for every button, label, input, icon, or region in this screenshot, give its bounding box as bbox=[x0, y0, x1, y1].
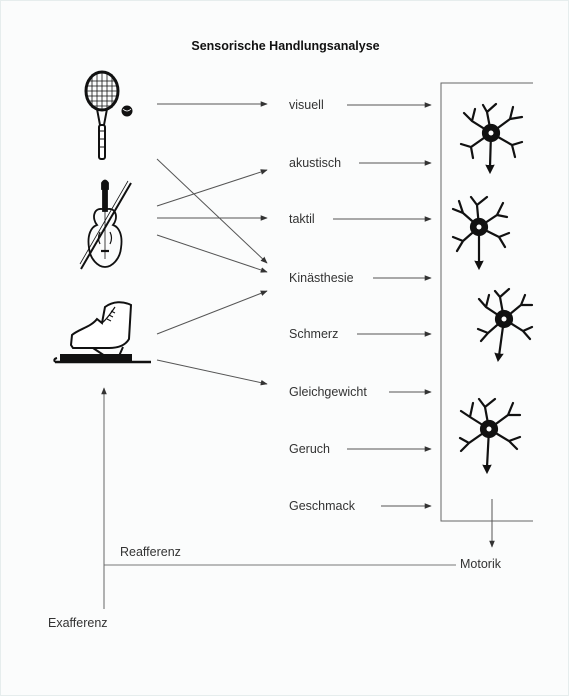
sense-label-geschmack: Geschmack bbox=[289, 499, 355, 513]
neuron-icon bbox=[478, 289, 532, 361]
sense-label-taktil: taktil bbox=[289, 212, 315, 226]
sense-label-kinaesthesie: Kinästhesie bbox=[289, 271, 354, 285]
sense-label-akustisch: akustisch bbox=[289, 156, 341, 170]
arrow-skate-kinaesthesie bbox=[157, 291, 267, 334]
arrow-violin-akustisch bbox=[157, 170, 267, 206]
motorik-label: Motorik bbox=[460, 557, 501, 571]
arrow-skate-gleichgewicht bbox=[157, 360, 267, 384]
arrow-violin-kinaesthesie bbox=[157, 235, 267, 272]
violin-icon bbox=[80, 181, 131, 270]
sense-label-visuell: visuell bbox=[289, 98, 324, 112]
tennis-racket-icon bbox=[86, 72, 132, 159]
neuron-icon bbox=[461, 104, 522, 173]
sense-label-geruch: Geruch bbox=[289, 442, 330, 456]
ice-skate-icon bbox=[54, 302, 151, 362]
sense-label-schmerz: Schmerz bbox=[289, 327, 338, 341]
neuron-icon bbox=[453, 197, 509, 269]
sense-label-gleichgewicht: Gleichgewicht bbox=[289, 385, 367, 399]
arrow-racket-kinaesthesie bbox=[157, 159, 267, 263]
neuron-icon bbox=[460, 399, 520, 473]
diagram-title: Sensorische Handlungsanalyse bbox=[1, 39, 569, 53]
exafferenz-label: Exafferenz bbox=[48, 616, 108, 630]
reafferenz-label: Reafferenz bbox=[120, 545, 181, 559]
